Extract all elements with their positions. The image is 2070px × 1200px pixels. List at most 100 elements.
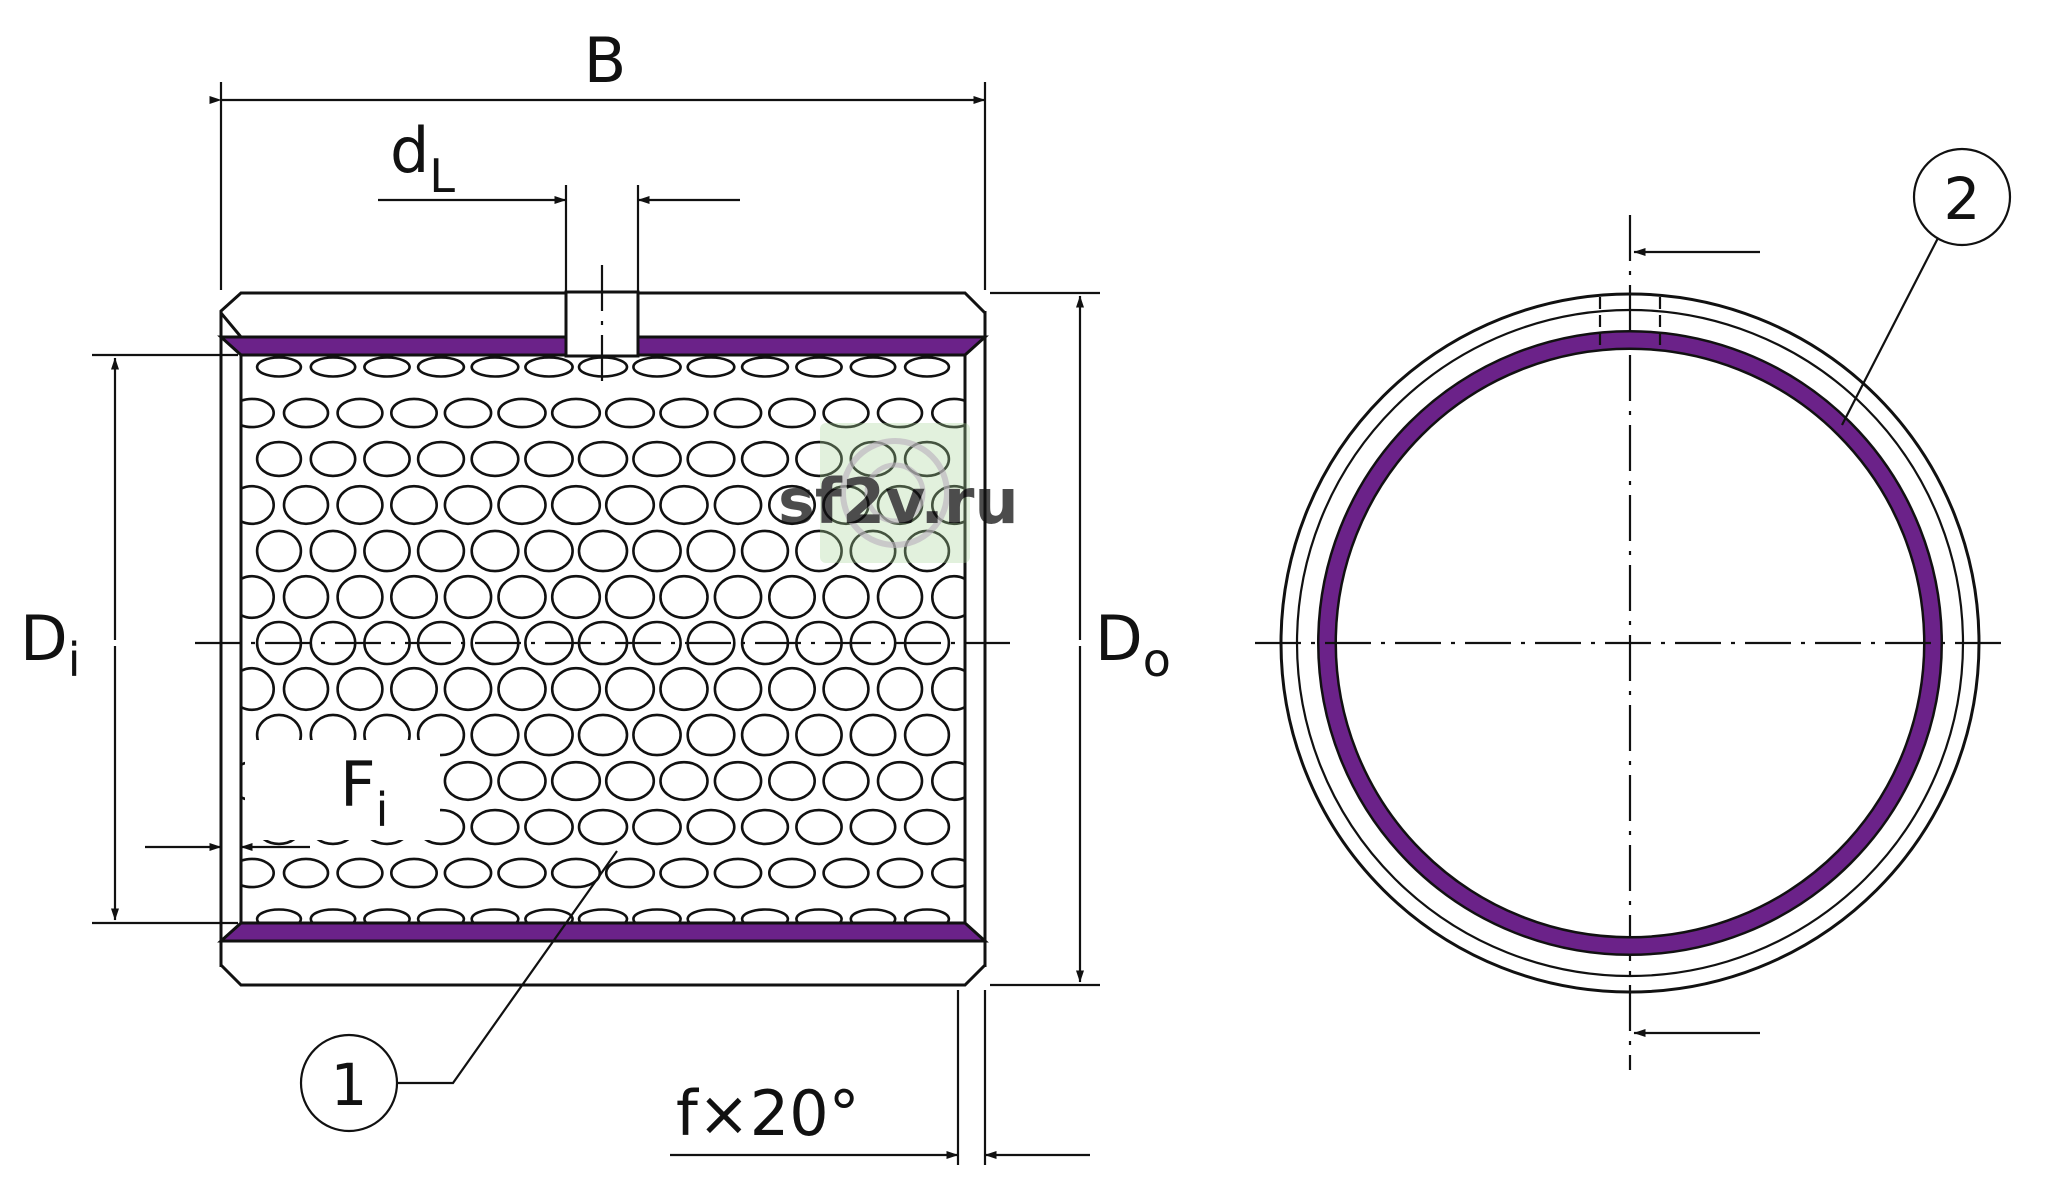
dimple bbox=[550, 484, 602, 526]
label-Fi: Fi bbox=[340, 748, 388, 837]
dimple bbox=[282, 857, 330, 889]
dimple bbox=[632, 908, 682, 923]
dimple bbox=[550, 760, 602, 802]
dimple bbox=[309, 440, 357, 478]
dimple bbox=[849, 713, 897, 757]
dimple bbox=[577, 529, 629, 573]
dimple bbox=[715, 956, 761, 974]
dimple bbox=[282, 666, 330, 712]
dimple bbox=[497, 760, 547, 802]
dimple bbox=[282, 574, 330, 620]
dimple bbox=[604, 666, 656, 712]
dimple bbox=[363, 908, 411, 923]
dimple bbox=[931, 857, 965, 889]
dimple bbox=[932, 956, 975, 974]
bottom-sliding-layer bbox=[217, 921, 989, 943]
dimple bbox=[241, 666, 275, 712]
dimple bbox=[659, 397, 709, 429]
label-Di: Di bbox=[20, 602, 81, 687]
dimple bbox=[443, 760, 493, 802]
dimple bbox=[659, 484, 709, 526]
dimple bbox=[389, 666, 438, 712]
dimple bbox=[336, 666, 384, 712]
callout-1-label: 1 bbox=[331, 1051, 368, 1119]
dimple bbox=[443, 484, 493, 526]
dimple bbox=[876, 760, 924, 802]
dimple bbox=[876, 574, 924, 620]
dimple bbox=[878, 312, 922, 330]
dimple bbox=[338, 312, 383, 330]
dimension-f: f×20° bbox=[670, 990, 1090, 1165]
dimple bbox=[336, 857, 384, 889]
dimple bbox=[767, 484, 816, 526]
dimple bbox=[767, 857, 816, 889]
dimple bbox=[470, 529, 520, 573]
dimple bbox=[391, 312, 436, 330]
dimple bbox=[255, 908, 303, 923]
dimple bbox=[822, 397, 870, 429]
dimple bbox=[795, 440, 843, 478]
dimple bbox=[524, 356, 574, 378]
dimple bbox=[282, 484, 330, 526]
dimple bbox=[577, 713, 629, 757]
dimple bbox=[255, 440, 303, 478]
dimple bbox=[391, 956, 436, 974]
dimple bbox=[497, 484, 547, 526]
dimple bbox=[740, 908, 790, 923]
dimple bbox=[795, 356, 843, 378]
dimple bbox=[715, 312, 761, 330]
dimple bbox=[767, 666, 816, 712]
dimple bbox=[241, 574, 275, 620]
dimple bbox=[661, 312, 708, 330]
dimple bbox=[470, 713, 520, 757]
dimple bbox=[443, 574, 493, 620]
dimple bbox=[878, 956, 922, 974]
dimple bbox=[309, 529, 357, 573]
dimple bbox=[686, 529, 736, 573]
dimple bbox=[336, 397, 384, 429]
dimple bbox=[849, 908, 897, 923]
dimension-dL: dL bbox=[378, 114, 740, 292]
dimple bbox=[309, 908, 357, 923]
dimple bbox=[445, 956, 491, 974]
dimple bbox=[470, 808, 520, 846]
dimple bbox=[931, 397, 965, 429]
dimple bbox=[849, 808, 897, 846]
label-Do: Do bbox=[1095, 602, 1171, 687]
callout-2: 2 bbox=[1841, 147, 2012, 426]
dimple bbox=[550, 574, 602, 620]
dimple bbox=[363, 440, 411, 478]
callout-1: 1 bbox=[299, 850, 618, 1133]
dimple bbox=[416, 356, 466, 378]
dimple bbox=[903, 908, 951, 923]
dimple bbox=[686, 908, 736, 923]
dimple bbox=[606, 956, 654, 974]
dimple bbox=[524, 713, 574, 757]
dimple bbox=[577, 808, 629, 846]
dimple bbox=[255, 356, 303, 378]
dimple bbox=[497, 574, 547, 620]
dimple bbox=[470, 356, 520, 378]
dimension-B: B bbox=[209, 24, 987, 290]
dimple bbox=[632, 713, 682, 757]
dimple bbox=[686, 356, 736, 378]
dimple bbox=[931, 666, 965, 712]
dimple bbox=[931, 760, 965, 802]
dimple bbox=[416, 529, 466, 573]
dimple bbox=[740, 713, 790, 757]
label-chamfer: f×20° bbox=[676, 1077, 860, 1150]
dimple bbox=[524, 440, 574, 478]
dimple bbox=[659, 666, 709, 712]
dimple bbox=[336, 484, 384, 526]
dimple bbox=[443, 666, 493, 712]
label-B: B bbox=[584, 24, 627, 97]
dimple bbox=[713, 574, 763, 620]
dimple bbox=[931, 574, 965, 620]
dimple bbox=[230, 956, 273, 974]
dimple bbox=[497, 666, 547, 712]
dimple bbox=[767, 397, 816, 429]
dimple bbox=[443, 857, 493, 889]
dimple bbox=[822, 760, 870, 802]
dimple bbox=[604, 397, 656, 429]
dimple bbox=[822, 857, 870, 889]
